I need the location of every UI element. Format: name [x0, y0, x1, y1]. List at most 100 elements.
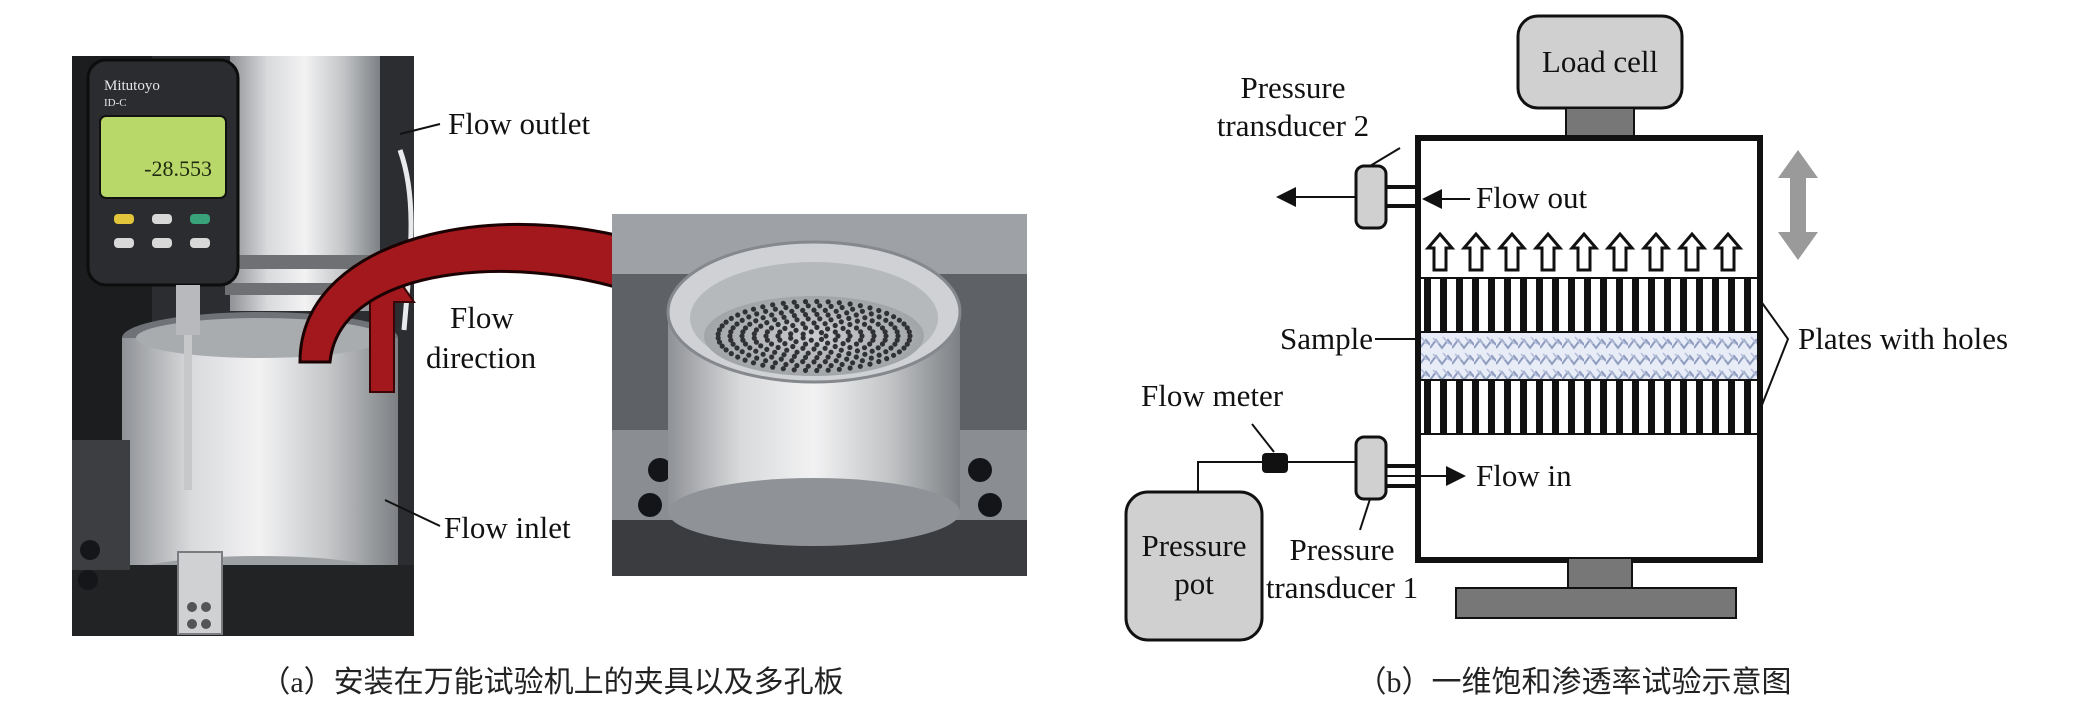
hole	[753, 348, 759, 354]
hole	[742, 309, 748, 315]
hole	[784, 347, 790, 353]
hole	[800, 345, 806, 351]
hole	[772, 317, 778, 323]
hole	[818, 336, 825, 342]
flow-up-arrow	[1640, 231, 1672, 272]
hole	[817, 363, 823, 369]
flow-up-arrow	[1460, 231, 1492, 272]
hole	[822, 321, 828, 327]
hole	[828, 317, 834, 323]
photo-fixture-on-machine: Mitutoyo ID-C -28.553	[72, 56, 745, 636]
hole	[715, 331, 721, 337]
hole	[791, 313, 798, 319]
panel-b: Load cell Pressure transducer 2 Flow out	[1124, 14, 2008, 699]
hole	[904, 341, 910, 347]
hole	[793, 327, 799, 333]
hole	[751, 331, 757, 337]
hole	[764, 346, 770, 352]
perforated-plate	[704, 296, 924, 376]
hole	[814, 298, 820, 305]
flow-up-arrow	[1568, 231, 1600, 272]
bottom-perforated-plate	[1419, 379, 1759, 435]
hole	[739, 333, 745, 339]
hole	[802, 354, 809, 360]
hole	[847, 321, 853, 328]
hole	[822, 345, 828, 351]
hole	[825, 354, 831, 360]
hole	[734, 321, 740, 327]
hole	[853, 325, 860, 331]
hole	[850, 306, 856, 312]
hole	[870, 329, 876, 335]
hole	[853, 341, 860, 347]
flow-meter	[1262, 453, 1288, 473]
hole	[876, 314, 882, 320]
panel-a: Mitutoyo ID-C -28.553	[72, 56, 1027, 699]
gauge-screen	[99, 115, 227, 199]
hole	[825, 340, 831, 346]
hole	[906, 337, 912, 343]
hole	[723, 347, 729, 353]
hole	[867, 325, 873, 331]
hole	[753, 327, 760, 333]
hole	[825, 326, 831, 332]
hole	[892, 341, 898, 347]
hole	[847, 301, 853, 307]
hole	[735, 312, 741, 318]
hole	[781, 314, 787, 320]
hole	[894, 337, 900, 343]
hole	[742, 341, 749, 347]
hole	[883, 333, 889, 339]
hole	[892, 325, 898, 331]
label-flow-inlet: Flow inlet	[444, 510, 571, 545]
hole	[790, 343, 796, 350]
gauge-button	[152, 238, 172, 248]
flow-up-arrow	[1496, 231, 1528, 272]
hole	[769, 354, 775, 360]
hole	[794, 303, 800, 309]
hole	[805, 363, 811, 369]
hole	[901, 321, 907, 327]
hole	[778, 356, 784, 362]
hole	[790, 322, 796, 329]
photo-perforated-plate	[612, 214, 1027, 576]
hole	[844, 356, 850, 362]
hole	[783, 361, 789, 368]
hole	[716, 339, 723, 345]
hole	[772, 349, 778, 355]
hole	[769, 312, 775, 318]
hole	[770, 364, 776, 370]
hole	[715, 335, 721, 341]
hole	[760, 315, 766, 321]
hole	[775, 333, 781, 339]
label-sample: Sample	[1280, 321, 1373, 356]
hole	[895, 333, 901, 339]
hole	[805, 316, 811, 322]
hole	[764, 320, 770, 326]
hole	[868, 311, 874, 317]
hole	[859, 333, 865, 339]
hole	[802, 325, 809, 331]
hole	[840, 341, 846, 347]
hole	[825, 367, 831, 373]
base-stem	[1567, 557, 1633, 589]
hole	[847, 344, 853, 351]
hole	[869, 318, 875, 324]
hole	[854, 348, 861, 354]
hole	[719, 343, 725, 349]
hole	[794, 349, 800, 355]
hole	[832, 322, 838, 329]
flow-up-arrow	[1712, 231, 1744, 272]
hole	[845, 337, 851, 343]
hole	[811, 359, 817, 365]
hole	[747, 345, 753, 351]
pressure-transducer-2	[1354, 164, 1388, 230]
hole	[763, 358, 769, 364]
hole	[742, 325, 749, 331]
label-plates-with-holes: Plates with holes	[1798, 321, 2008, 356]
hole	[847, 365, 853, 371]
hole	[888, 321, 894, 327]
hole	[730, 341, 736, 347]
sample-layer	[1419, 331, 1759, 381]
hole	[814, 367, 820, 374]
